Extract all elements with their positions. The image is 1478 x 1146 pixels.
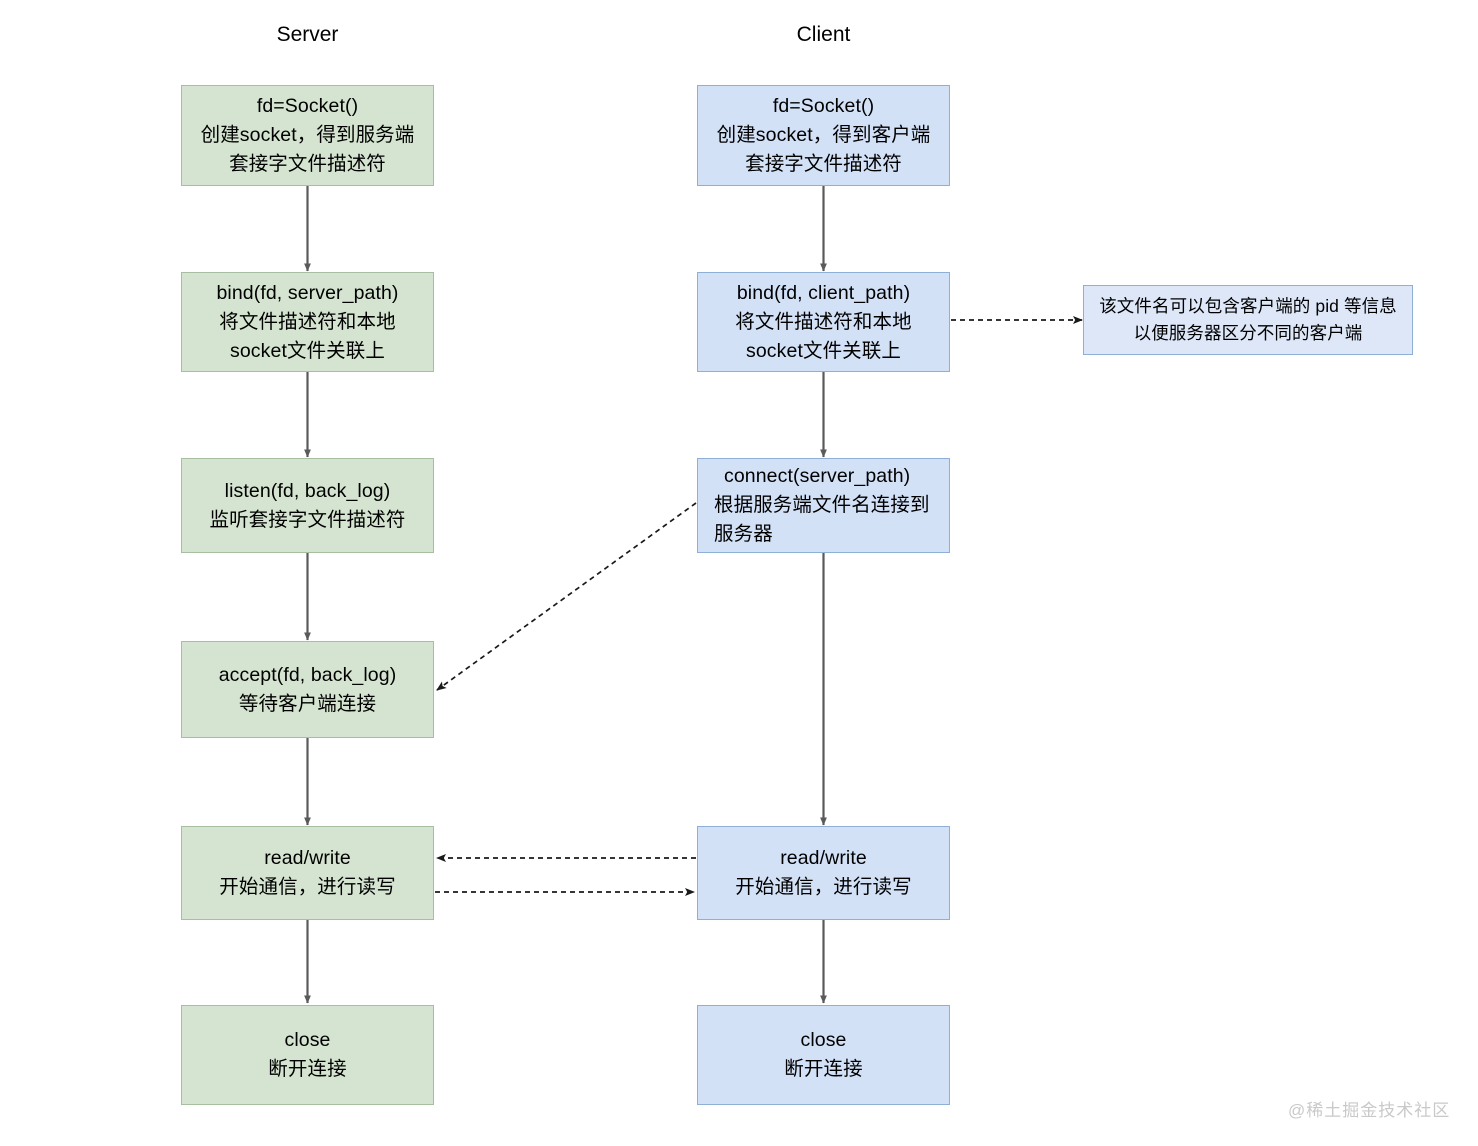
node-client-connect[interactable]: connect(server_path) 根据服务端文件名连接到 服务器 [697, 458, 950, 553]
node-text-line: connect(server_path) [724, 465, 911, 487]
node-client-bind[interactable]: bind(fd, client_path) 将文件描述符和本地 socket文件… [697, 272, 950, 372]
node-text-line: 套接字文件描述符 [229, 153, 386, 175]
node-text-line: accept(fd, back_log) [218, 663, 397, 686]
node-server-bind[interactable]: bind(fd, server_path) 将文件描述符和本地 socket文件… [181, 272, 434, 372]
node-client-close[interactable]: close 断开连接 [697, 1005, 950, 1105]
node-text-line: 开始通信，进行读写 [219, 876, 396, 898]
node-text-line: close [284, 1029, 331, 1051]
node-text-line: 监听套接字文件描述符 [209, 508, 406, 531]
node-server-close[interactable]: close 断开连接 [181, 1005, 434, 1105]
node-text-line: 服务器 [714, 523, 773, 545]
node-text-line: 将文件描述符和本地 [735, 310, 912, 333]
node-text-line: listen(fd, back_log) [224, 479, 391, 502]
node-text-line: 等待客户端连接 [238, 692, 377, 715]
node-text-line: socket文件关联上 [746, 339, 901, 362]
watermark: @稀土掘金技术社区 [1288, 1101, 1451, 1120]
note-text-line: 以便服务器区分不同的客户端 [1133, 323, 1363, 343]
node-client-readwrite[interactable]: read/write 开始通信，进行读写 [697, 826, 950, 920]
column-title-server: Server [276, 23, 339, 46]
node-text-line: 将文件描述符和本地 [219, 310, 396, 333]
node-text-line: bind(fd, client_path) [736, 281, 911, 304]
note-text-line: 该文件名可以包含客户端的 pid 等信息 [1099, 296, 1397, 316]
node-server-readwrite[interactable]: read/write 开始通信，进行读写 [181, 826, 434, 920]
node-text-line: socket文件关联上 [230, 339, 385, 362]
node-client-socket[interactable]: fd=Socket() 创建socket，得到客户端 套接字文件描述符 [697, 85, 950, 186]
node-server-listen[interactable]: listen(fd, back_log) 监听套接字文件描述符 [181, 458, 434, 553]
node-text-line: read/write [780, 847, 867, 869]
column-title-client: Client [796, 23, 851, 46]
node-text-line: 套接字文件描述符 [745, 153, 902, 175]
node-text-line: 断开连接 [784, 1058, 863, 1080]
node-text-line: 开始通信，进行读写 [735, 876, 912, 898]
node-server-accept[interactable]: accept(fd, back_log) 等待客户端连接 [181, 641, 434, 738]
node-text-line: 创建socket，得到服务端 [200, 124, 415, 146]
node-text-line: 根据服务端文件名连接到 [714, 494, 930, 516]
node-text-line: fd=Socket() [256, 95, 359, 117]
node-text-line: bind(fd, server_path) [216, 281, 399, 304]
node-server-socket[interactable]: fd=Socket() 创建socket，得到服务端 套接字文件描述符 [181, 85, 434, 186]
node-text-line: 断开连接 [268, 1058, 347, 1080]
node-client-bind-note[interactable]: 该文件名可以包含客户端的 pid 等信息 以便服务器区分不同的客户端 [1083, 285, 1413, 355]
node-text-line: read/write [264, 847, 351, 869]
node-text-line: fd=Socket() [772, 95, 875, 117]
node-text-line: close [800, 1029, 847, 1051]
node-text-line: 创建socket，得到客户端 [716, 124, 931, 146]
